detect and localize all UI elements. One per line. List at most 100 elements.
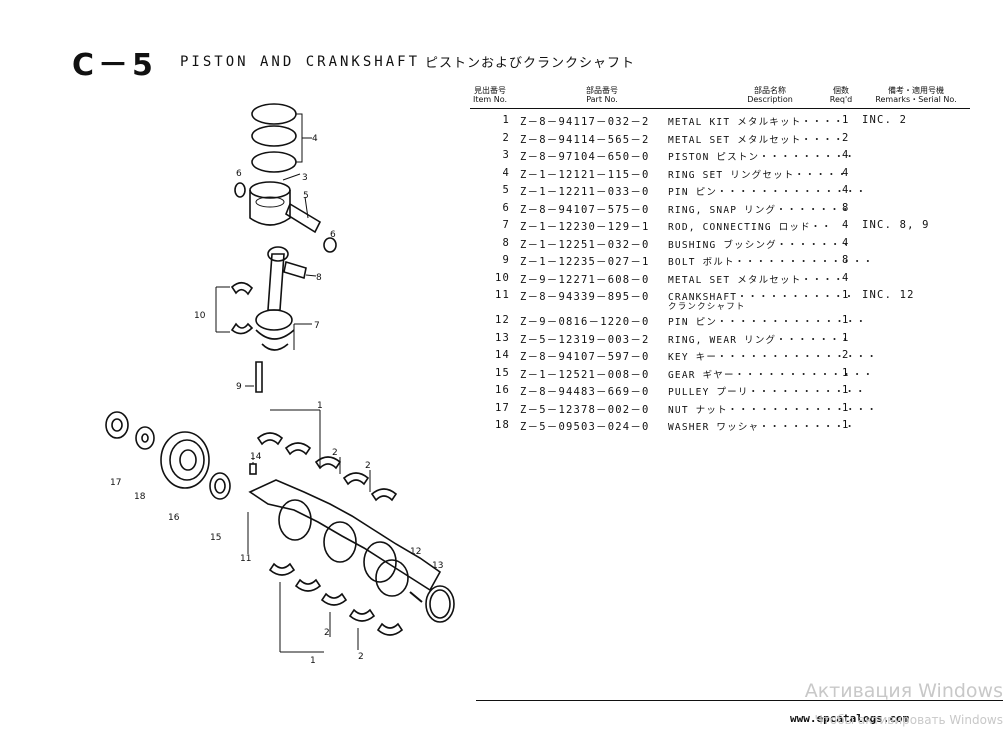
- page-title: PISTON AND CRANKSHAFT: [180, 54, 421, 70]
- callout-17: 17: [110, 478, 121, 488]
- flywheel-flange: [375, 559, 409, 597]
- part-no: Z－1－12235－027－1: [520, 256, 650, 268]
- part-no: Z－1－12521－008－0: [520, 368, 650, 381]
- description: GEAR ギヤー・・・・・・・・・・・・・: [668, 369, 874, 381]
- connecting-rod: [267, 253, 285, 311]
- callout-1: 1: [310, 656, 316, 666]
- activation-watermark-sub: Чтобы активировать Windows: [814, 713, 1003, 727]
- callout-6: 6: [236, 169, 242, 179]
- quantity: 4: [842, 271, 850, 284]
- callout-10: 10: [194, 311, 206, 321]
- piston: [249, 190, 291, 226]
- description: PISTON ピストン・・・・・・・・・: [668, 152, 856, 163]
- snap-ring: [234, 182, 246, 198]
- quantity: 1: [842, 419, 850, 431]
- snap-ring: [323, 237, 337, 253]
- description: METAL KIT メタルキット・・・・: [668, 117, 845, 128]
- description: BUSHING ブッシング・・・・・・・: [668, 239, 852, 251]
- part-no: Z－9－12271－608－0: [520, 273, 650, 286]
- description: ROD, CONNECTING ロッド・・: [668, 222, 833, 233]
- part-no: Z－8－97104－650－0: [520, 151, 650, 163]
- quantity: 8: [842, 201, 850, 214]
- quantity: 1: [842, 114, 850, 126]
- callout-12: 12: [410, 547, 421, 557]
- callout-9: 9: [236, 382, 242, 392]
- description: BOLT ボルト・・・・・・・・・・・・・: [668, 257, 874, 268]
- quantity: 1: [842, 331, 850, 344]
- part-no: Z－5－09503－024－0: [520, 421, 650, 433]
- description: PIN ピン・・・・・・・・・・・・・・: [668, 317, 867, 328]
- part-no: Z－1－12251－032－0: [520, 238, 650, 251]
- page-code: C－5: [72, 48, 157, 83]
- exploded-parts-diagram: 4 6 6 3 5 8 7 10 9 1 2 2 14 17 18 16 15 …: [105, 103, 455, 666]
- description: PIN ピン・・・・・・・・・・・・・・: [668, 187, 867, 198]
- piston-ring: [251, 125, 297, 147]
- callout-3: 3: [302, 173, 308, 183]
- quantity: 2: [842, 349, 850, 361]
- quantity: 1: [842, 314, 850, 326]
- remarks: INC. 8, 9: [862, 219, 930, 231]
- item-no: 6: [502, 201, 510, 214]
- item-no: 7: [502, 219, 510, 231]
- part-no: Z－1－12121－115－0: [520, 168, 650, 181]
- quantity: 4: [842, 184, 850, 196]
- callout-2: 2: [324, 628, 330, 638]
- callout-2: 2: [365, 461, 371, 471]
- part-no: Z－1－12230－129－1: [520, 221, 650, 233]
- pulley: [160, 431, 210, 489]
- callout-18: 18: [134, 492, 146, 502]
- callout-7: 7: [314, 321, 320, 331]
- piston-ring: [251, 103, 297, 125]
- bearing-shell: [230, 322, 254, 335]
- quantity: 4: [842, 219, 850, 231]
- quantity: 1: [842, 401, 850, 414]
- quantity: 4: [842, 166, 850, 179]
- callout-13: 13: [432, 561, 443, 571]
- page-title-jp: ピストンおよびクランクシャフト: [425, 56, 636, 71]
- description: PULLEY プーリ・・・・・・・・・・・: [668, 387, 867, 398]
- part-no: Z－5－12378－002－0: [520, 403, 650, 416]
- remarks: INC. 2: [862, 114, 908, 126]
- part-no: Z－9－0816－1220－0: [520, 316, 650, 328]
- footer-url[interactable]: www.epcatalogs.com: [790, 712, 910, 725]
- remarks: INC. 12: [862, 289, 915, 301]
- part-no: Z－5－12319－003－2: [520, 333, 650, 346]
- item-no: 16: [494, 384, 510, 396]
- item-no: 14: [494, 349, 510, 361]
- item-no: 1: [502, 114, 510, 126]
- description: RING, SNAP リング・・・・・・・: [668, 204, 852, 216]
- item-no: 11: [494, 289, 510, 301]
- description: METAL SET メタルセット・・・・: [668, 274, 845, 286]
- key: [249, 463, 257, 475]
- description-sub: クランクシャフト: [668, 302, 746, 312]
- part-no: Z－1－12211－033－0: [520, 186, 650, 198]
- item-no: 2: [502, 131, 510, 144]
- activation-watermark: Активация Windows: [804, 680, 1003, 702]
- item-no: 13: [494, 331, 510, 344]
- description: METAL SET メタルセット・・・・: [668, 134, 845, 146]
- callout-15: 15: [210, 533, 221, 543]
- callout-16: 16: [168, 513, 180, 523]
- quantity: 1: [842, 384, 850, 396]
- description: CRANKSHAFT・・・・・・・・・・・: [668, 292, 855, 303]
- callout-5: 5: [303, 191, 309, 201]
- callout-4: 4: [312, 134, 318, 144]
- item-no: 15: [494, 366, 510, 379]
- item-no: 9: [502, 254, 510, 266]
- washer: [135, 426, 155, 450]
